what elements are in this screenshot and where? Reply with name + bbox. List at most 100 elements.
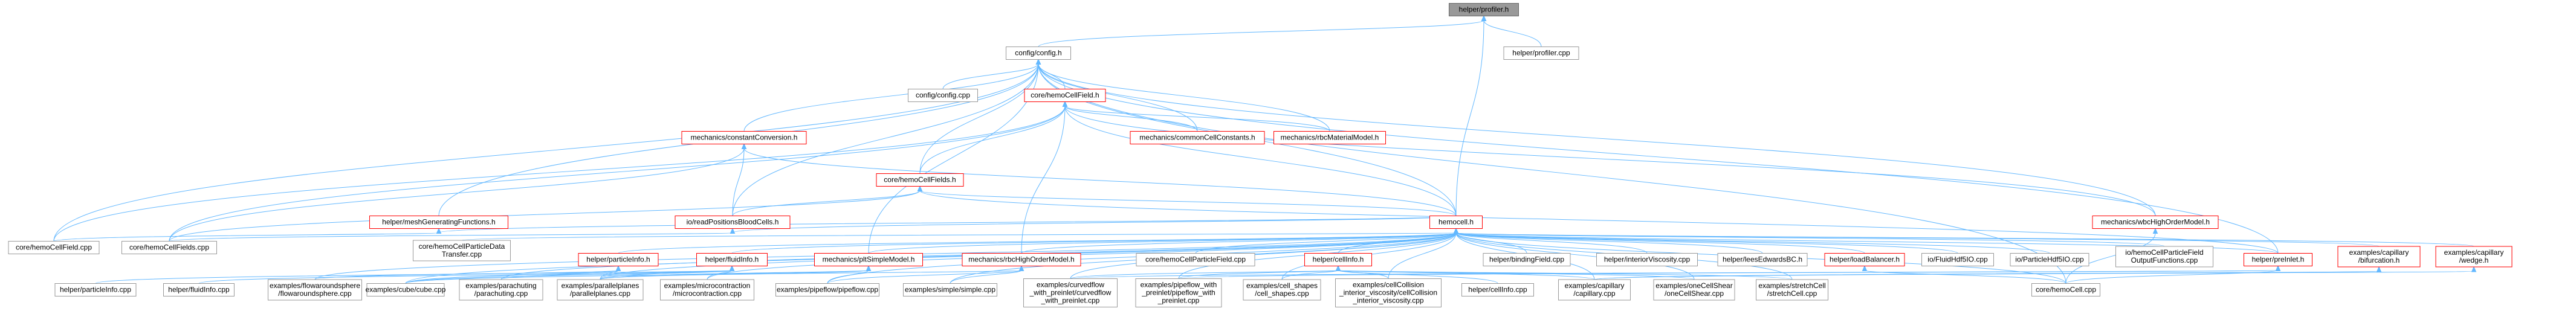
- graph-edge: [1064, 106, 2156, 216]
- graph-node-wbcHighOrderModel-h[interactable]: mechanics/wbcHighOrderModel.h: [2092, 216, 2219, 229]
- node-label: helper/cellInfo.h: [1313, 255, 1364, 264]
- graph-node-hemocell-h[interactable]: hemocell.h: [1429, 216, 1483, 229]
- node-label: /oneCellShear.cpp: [1665, 289, 1724, 298]
- graph-node-pipeflow-preinlet-cpp[interactable]: examples/pipeflow_with_preinlet/pipeflow…: [1135, 278, 1222, 307]
- graph-node-hemoCellFieldOutputFunctions-cpp[interactable]: io/hemoCellParticleFieldOutputFunctions.…: [2115, 246, 2213, 268]
- node-box: [2244, 253, 2312, 266]
- graph-node-hemoCellField-h[interactable]: core/hemoCellField.h: [1024, 89, 1106, 102]
- graph-node-loadBalancer-h[interactable]: helper/loadBalancer.h: [1824, 253, 1905, 266]
- graph-node-meshGeneratingFunctions-h[interactable]: helper/meshGeneratingFunctions.h: [369, 216, 508, 229]
- node-label: examples/cellCollision: [1353, 281, 1424, 289]
- graph-node-parachuting-cpp[interactable]: examples/parachuting/parachuting.cpp: [459, 279, 543, 301]
- graph-node-parallelplanes-cpp[interactable]: examples/parallelplanes/parallelplanes.c…: [557, 279, 644, 301]
- node-box: [369, 216, 508, 229]
- graph-node-config-h[interactable]: config/config.h: [1006, 46, 1071, 60]
- graph-edge: [1455, 20, 1484, 216]
- graph-node-cellCollision-cpp[interactable]: examples/cellCollision _interior_viscosit…: [1335, 278, 1442, 307]
- graph-node-fluidInfo-cpp[interactable]: helper/fluidInfo.cpp: [163, 283, 235, 296]
- node-label: examples/stretchCell: [1758, 281, 1825, 290]
- graph-node-cell-shapes-cpp[interactable]: examples/cell_shapes/cell_shapes.cpp: [1243, 279, 1321, 301]
- graph-edge-arrowhead: [1018, 265, 1024, 271]
- graph-node-preInlet-h[interactable]: helper/preInlet.h: [2244, 253, 2312, 266]
- graph-node-profiler-h[interactable]: helper/profiler.h: [1449, 3, 1519, 16]
- node-label: _with_preinlet.cpp: [1041, 296, 1100, 305]
- node-label: io/FluidHdf5IO.cpp: [1927, 255, 1988, 264]
- graph-node-cube-cpp[interactable]: examples/cube/cube.cpp: [366, 283, 446, 296]
- graph-edge: [405, 232, 1457, 284]
- node-box: [660, 279, 754, 301]
- graph-node-readPositionsBloodCells-h[interactable]: io/readPositionsBloodCells.h: [675, 216, 791, 229]
- node-box: [1717, 253, 1808, 266]
- graph-node-oneCellShear-cpp[interactable]: examples/oneCellShear/oneCellShear.cpp: [1653, 279, 1735, 301]
- graph-node-hemoCellFields-cpp[interactable]: core/hemoCellFields.cpp: [121, 241, 217, 254]
- graph-node-commonCellConstants-h[interactable]: mechanics/commonCellConstants.h: [1130, 131, 1265, 144]
- graph-node-ParticleHdf5IO-cpp[interactable]: io/ParticleHdf5IO.cpp: [2010, 253, 2089, 266]
- graph-edge: [1455, 232, 1865, 254]
- node-label: /parallelplanes.cpp: [570, 289, 630, 298]
- node-box: [1136, 253, 1255, 266]
- graph-node-fluidInfo-h[interactable]: helper/fluidInfo.h: [696, 253, 768, 266]
- graph-edge: [1038, 20, 1484, 47]
- node-label: helper/interiorViscosity.cpp: [1604, 255, 1691, 264]
- node-box: [1921, 253, 1994, 266]
- node-label: core/hemoCell.cpp: [2036, 286, 2096, 294]
- node-box: [1653, 279, 1735, 301]
- graph-edge: [1038, 63, 1198, 132]
- node-label: helper/cellInfo.cpp: [1468, 286, 1527, 294]
- graph-edge: [1455, 232, 2279, 254]
- node-label: io/readPositionsBloodCells.h: [687, 218, 779, 226]
- graph-edge: [732, 148, 745, 216]
- node-box: [1130, 131, 1265, 144]
- graph-node-capillary-cpp[interactable]: examples/capillary/capillary.cpp: [1558, 279, 1631, 301]
- graph-node-profiler-cpp[interactable]: helper/profiler.cpp: [1503, 46, 1579, 60]
- graph-node-simple-cpp[interactable]: examples/simple/simple.cpp: [903, 283, 997, 296]
- graph-node-rbcHighOrderModel-h[interactable]: mechanics/rbcHighOrderModel.h: [962, 253, 1081, 266]
- graph-node-particleInfo-h[interactable]: helper/particleInfo.h: [578, 253, 659, 266]
- node-box: [2031, 283, 2100, 296]
- graph-node-pltSimpleModel-h[interactable]: mechanics/pltSimpleModel.h: [814, 253, 923, 266]
- graph-node-hemoCell-cpp[interactable]: core/hemoCell.cpp: [2031, 283, 2100, 296]
- node-label: helper/profiler.cpp: [1512, 49, 1570, 57]
- node-label: examples/microcontraction: [664, 281, 751, 290]
- graph-node-flowaroundsphere-cpp[interactable]: examples/flowaroundsphere/flowaroundsphe…: [268, 279, 362, 301]
- graph-node-cellInfo-cpp[interactable]: helper/cellInfo.cpp: [1461, 283, 1534, 296]
- graph-edge: [1038, 63, 2066, 284]
- graph-node-capillary-bifurcation-h[interactable]: examples/capillary/bifurcation.h: [2337, 246, 2421, 268]
- graph-node-hemoCellParticleField-cpp[interactable]: core/hemoCellParticleField.cpp: [1136, 253, 1255, 266]
- graph-node-hemoCellField-cpp[interactable]: core/hemoCellField.cpp: [8, 241, 100, 254]
- graph-edge: [1388, 232, 1457, 279]
- graph-edge: [919, 190, 1457, 216]
- graph-node-leesEdwardsBC-h[interactable]: helper/leesEdwardsBC.h: [1717, 253, 1808, 266]
- node-box: [1304, 253, 1372, 266]
- graph-edge: [169, 190, 921, 242]
- graph-node-config-cpp[interactable]: config/config.cpp: [908, 89, 978, 102]
- graph-edge: [53, 232, 439, 242]
- node-label: examples/pipeflow/pipeflow.cpp: [777, 286, 878, 294]
- graph-node-rbcMaterialModel-h[interactable]: mechanics/rbcMaterialModel.h: [1273, 131, 1386, 144]
- graph-node-interiorViscosity-cpp[interactable]: helper/interiorViscosity.cpp: [1596, 253, 1698, 266]
- graph-node-cellInfo-h[interactable]: helper/cellInfo.h: [1304, 253, 1372, 266]
- graph-node-hemoCellFields-h[interactable]: core/hemoCellFields.h: [876, 173, 964, 187]
- node-box: [675, 216, 791, 229]
- graph-edge-arrowhead: [741, 143, 747, 149]
- node-label: _interior_viscosity.cpp: [1352, 296, 1423, 305]
- graph-node-FluidHdf5IO-cpp[interactable]: io/FluidHdf5IO.cpp: [1921, 253, 1994, 266]
- graph-edge: [169, 148, 745, 242]
- graph-node-curvedflow-cpp[interactable]: examples/curvedflow_with_preinlet/curved…: [1023, 278, 1118, 307]
- graph-node-particleInfo-cpp[interactable]: helper/particleInfo.cpp: [54, 283, 137, 296]
- node-box: [366, 283, 445, 296]
- graph-node-stretchCell-cpp[interactable]: examples/stretchCell/stretchCell.cpp: [1756, 279, 1828, 301]
- graph-node-bindingField-cpp[interactable]: helper/bindingField.cpp: [1483, 253, 1571, 266]
- graph-node-microcontraction-cpp[interactable]: examples/microcontraction/microcontracti…: [660, 279, 754, 301]
- node-label: helper/particleInfo.h: [586, 255, 650, 264]
- graph-edge: [1038, 63, 2279, 254]
- node-box: [2435, 246, 2513, 268]
- node-label: _preinlet/pipeflow_with: [1141, 289, 1215, 297]
- graph-node-constantConversion-h[interactable]: mechanics/constantConversion.h: [681, 131, 807, 144]
- graph-node-pipeflow-cpp[interactable]: examples/pipeflow/pipeflow.cpp: [775, 283, 879, 296]
- graph-node-capillary-wedge-h[interactable]: examples/capillary/wedge.h: [2435, 246, 2513, 268]
- graph-edge-arrowhead: [1453, 228, 1459, 234]
- graph-edge: [1338, 270, 1498, 284]
